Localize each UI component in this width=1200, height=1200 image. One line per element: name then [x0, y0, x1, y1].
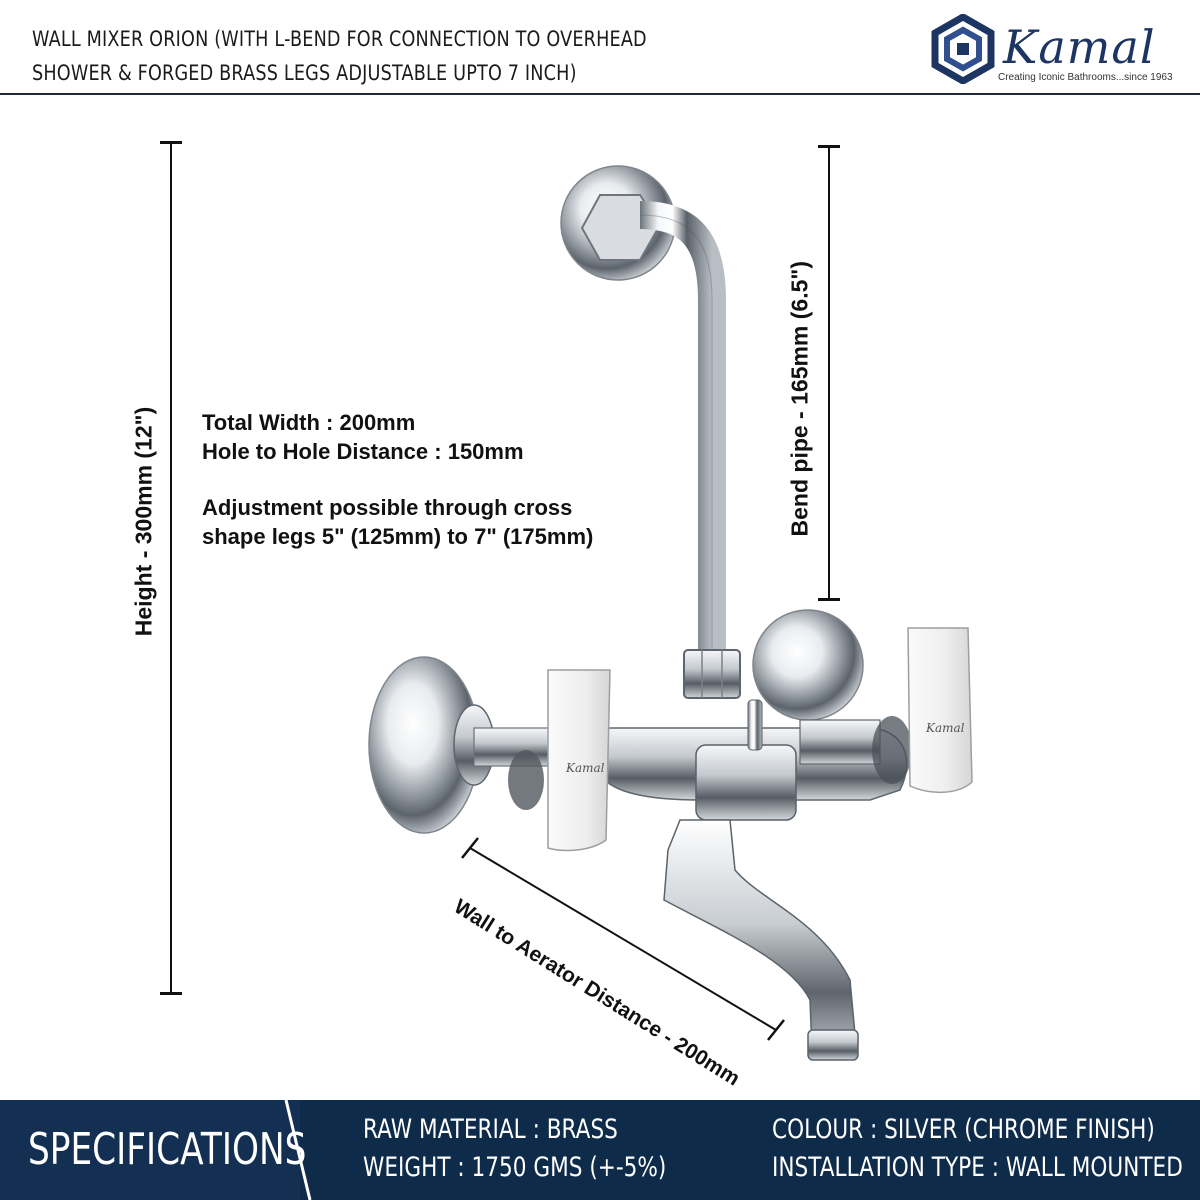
right-wall-flange [752, 609, 864, 721]
hexagon-knot-logo-icon [931, 14, 995, 84]
page-title: WALL MIXER ORION (WITH L-BEND FOR CONNEC… [32, 27, 647, 85]
brand-tagline: Creating Iconic Bathrooms...since 1963 [998, 72, 1173, 83]
adjustment-text-line1: Adjustment possible through cross [202, 495, 573, 520]
spec-raw-material: RAW MATERIAL : BRASS [363, 1114, 618, 1145]
height-dimension-cap-bottom [160, 992, 182, 995]
spec-installation-type: INSTALLATION TYPE : WALL MOUNTED [772, 1152, 1183, 1183]
bend-pipe-dimension-line [828, 146, 830, 600]
right-lever-handle: Kamal [907, 627, 973, 794]
brand-name: Kamal [1003, 20, 1156, 74]
adjustment-text-line2: shape legs 5" (125mm) to 7" (175mm) [202, 524, 594, 549]
bend-pipe-dimension-cap-top [818, 145, 840, 148]
dimension-info: Total Width : 200mm Hole to Hole Distanc… [202, 408, 593, 551]
bend-pipe-dimension-cap-bottom [818, 598, 840, 601]
height-dimension-cap-top [160, 141, 182, 144]
diverter-knob [695, 699, 797, 821]
specifications-title: SPECIFICATIONS [28, 1124, 307, 1175]
height-dimension-line [170, 142, 172, 994]
left-lever-handle: Kamal [547, 669, 611, 852]
l-bend-pipe [639, 201, 726, 660]
left-handle-engraving: Kamal [565, 761, 605, 775]
wall-to-aerator-dimension-line [461, 837, 785, 1041]
spec-colour: COLOUR : SILVER (CHROME FINISH) [772, 1114, 1155, 1145]
total-width-text: Total Width : 200mm [202, 410, 416, 435]
footer-slash-divider [284, 1100, 312, 1200]
hole-to-hole-text: Hole to Hole Distance : 150mm [202, 439, 524, 464]
hex-nut [683, 649, 741, 699]
specifications-bar: SPECIFICATIONS RAW MATERIAL : BRASS WEIG… [0, 1100, 1200, 1200]
spout [663, 819, 857, 1051]
header-divider [0, 93, 1200, 95]
spec-weight: WEIGHT : 1750 GMS (+-5%) [363, 1152, 667, 1183]
wall-mixer-illustration: Kamal Kamal [368, 165, 973, 1061]
right-handle-engraving: Kamal [925, 721, 965, 735]
brand-logo: Kamal Creating Iconic Bathrooms...since … [928, 12, 1178, 88]
specifications-title-panel [0, 1100, 300, 1200]
